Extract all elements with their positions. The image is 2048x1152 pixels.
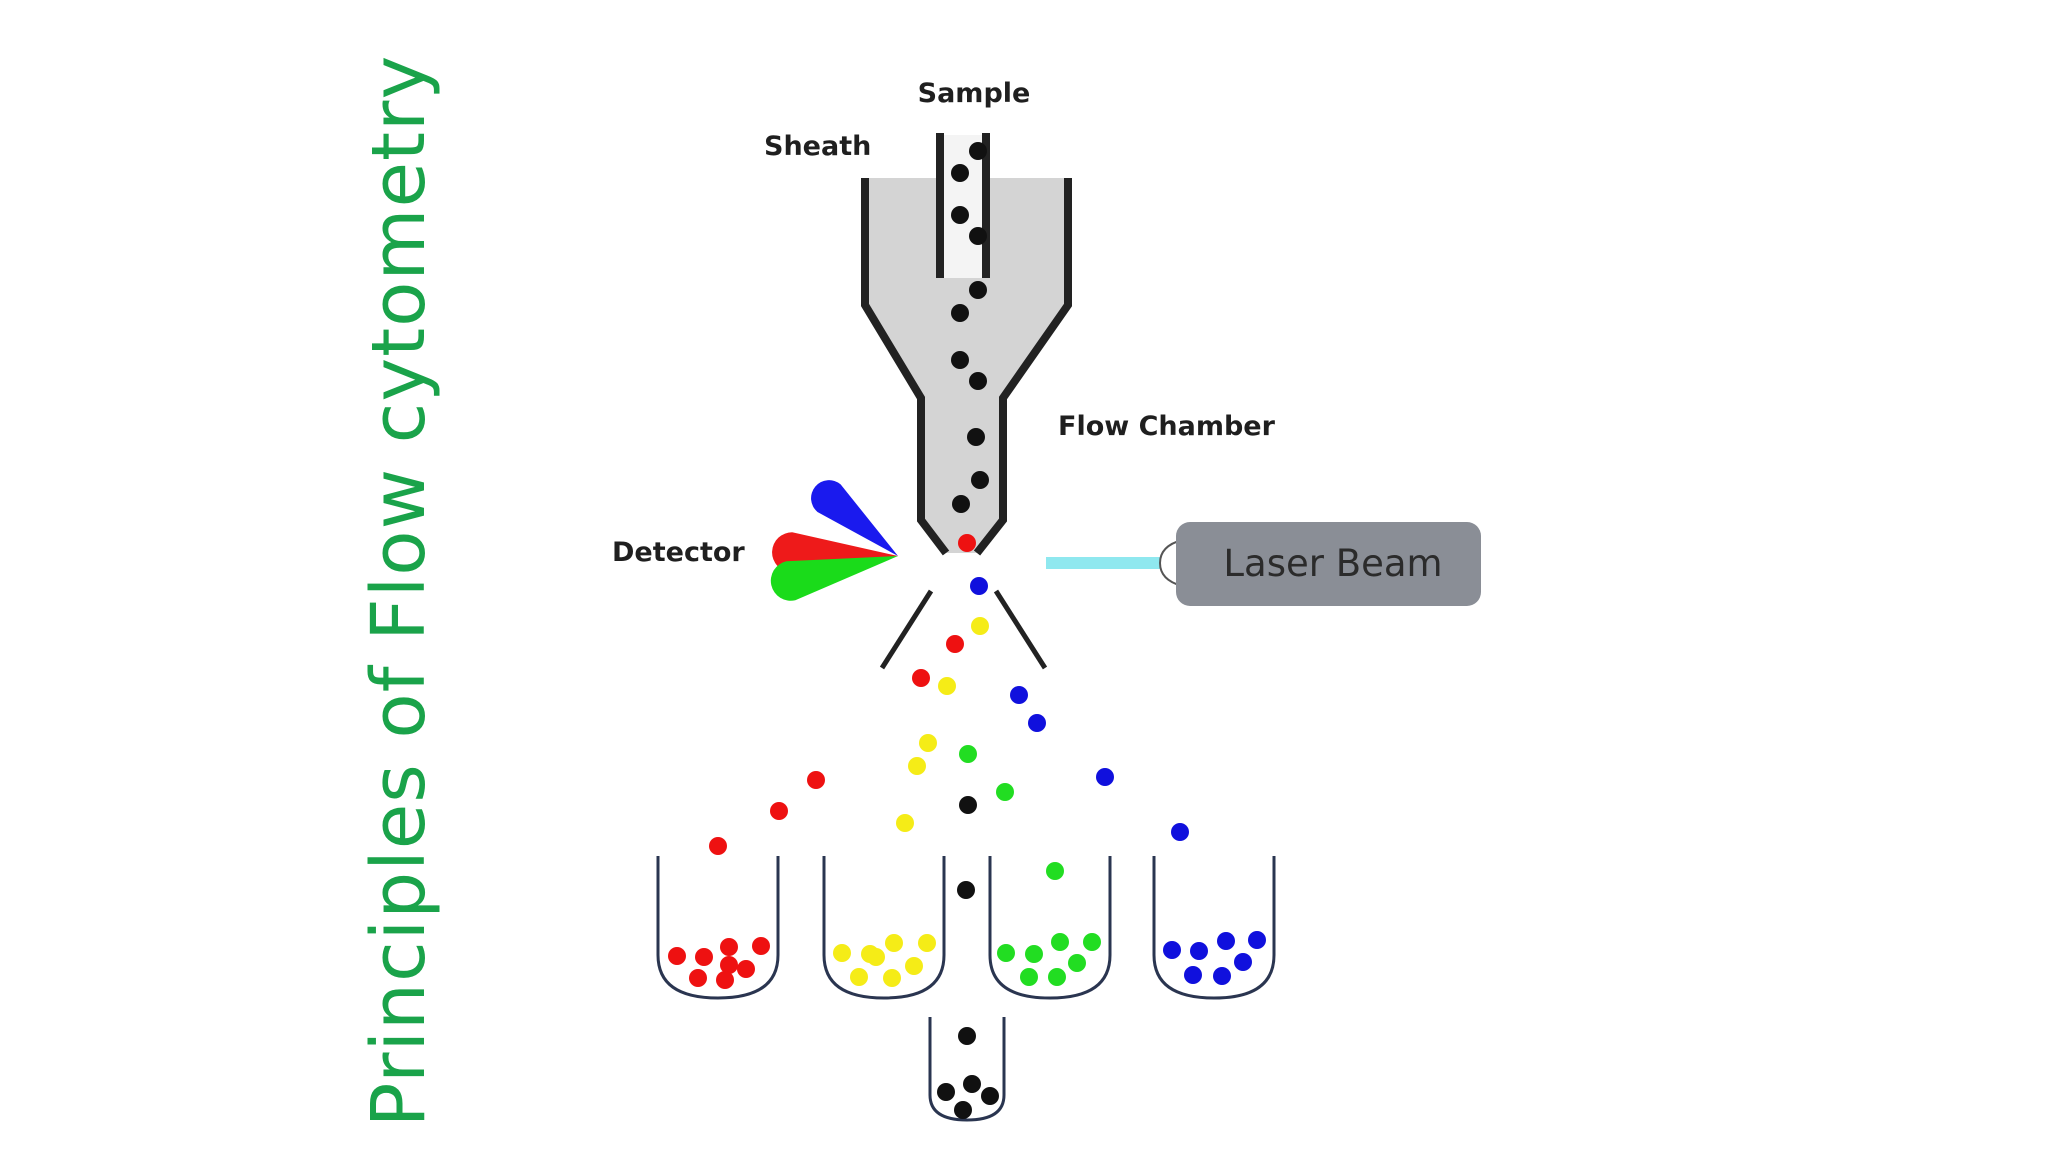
droplet — [896, 814, 914, 832]
cell — [951, 351, 969, 369]
cell — [952, 495, 970, 513]
waste-tube — [928, 1017, 1006, 1122]
cell — [958, 534, 976, 552]
droplet — [912, 669, 930, 687]
droplet — [970, 577, 988, 595]
green-tube-cell — [1048, 968, 1066, 986]
droplet — [908, 757, 926, 775]
droplet — [770, 802, 788, 820]
red-tube-cell — [737, 960, 755, 978]
black-tube-cell — [958, 1027, 976, 1045]
cell — [969, 372, 987, 390]
droplet — [959, 745, 977, 763]
detector-blue-cone — [811, 480, 898, 556]
green-tube-cell — [1083, 933, 1101, 951]
red-tube-cell — [668, 947, 686, 965]
chamber-cells — [951, 142, 989, 552]
cell — [951, 164, 969, 182]
blue-tube-cell — [1184, 966, 1202, 984]
detector-green-cone — [770, 556, 898, 601]
black-tube-cell — [981, 1087, 999, 1105]
black-tube-cell — [954, 1101, 972, 1119]
flow-chamber-outline-left — [861, 178, 950, 556]
yellow-tube-cell — [867, 948, 885, 966]
cell — [969, 142, 987, 160]
detector-label: Detector — [612, 537, 745, 568]
droplet — [919, 734, 937, 752]
collection-tubes — [656, 856, 1276, 1122]
droplet — [1046, 862, 1064, 880]
yellow-tube-cell — [850, 968, 868, 986]
blue-tube-cell — [1217, 932, 1235, 950]
yellow-tube-cell — [833, 944, 851, 962]
droplet — [1010, 686, 1028, 704]
flow-chamber — [861, 133, 1072, 556]
red-tube-cell — [752, 937, 770, 955]
laser: Laser Beam — [1046, 522, 1481, 606]
detector — [770, 480, 898, 601]
droplet — [807, 771, 825, 789]
exit-cone-right — [993, 589, 1048, 670]
droplet — [946, 635, 964, 653]
droplet — [1096, 768, 1114, 786]
blue-tube — [1152, 856, 1276, 1000]
laser-body — [1176, 522, 1481, 606]
cell — [969, 227, 987, 245]
droplet — [959, 796, 977, 814]
droplet — [996, 783, 1014, 801]
red-tube-cell — [720, 956, 738, 974]
yellow-tube-cell — [905, 957, 923, 975]
red-tube-cell — [716, 971, 734, 989]
green-tube-cell — [1025, 945, 1043, 963]
red-tube — [656, 856, 780, 1000]
cell — [969, 281, 987, 299]
sheath-label: Sheath — [764, 131, 871, 162]
cell — [951, 206, 969, 224]
cell — [971, 471, 989, 489]
cell — [951, 304, 969, 322]
cell — [967, 428, 985, 446]
yellow-tube-cell — [885, 934, 903, 952]
tube-cells — [668, 931, 1266, 1119]
green-tube-cell — [1068, 954, 1086, 972]
droplet — [1171, 823, 1189, 841]
yellow-tube-cell — [918, 934, 936, 952]
exit-cone-left — [879, 589, 934, 670]
droplet — [1028, 714, 1046, 732]
black-tube-cell — [937, 1083, 955, 1101]
red-tube-cell — [695, 948, 713, 966]
flow-chamber-label: Flow Chamber — [1058, 411, 1276, 442]
yellow-tube — [822, 856, 946, 1000]
droplet — [938, 677, 956, 695]
yellow-tube-cell — [883, 969, 901, 987]
sample-label: Sample — [918, 78, 1031, 109]
blue-tube-cell — [1248, 931, 1266, 949]
blue-tube-cell — [1213, 967, 1231, 985]
green-tube-cell — [1051, 933, 1069, 951]
blue-tube-cell — [1163, 941, 1181, 959]
falling-cells — [709, 577, 1189, 899]
green-tube — [988, 856, 1112, 1000]
red-tube-cell — [720, 938, 738, 956]
blue-tube-cell — [1190, 942, 1208, 960]
blue-tube-cell — [1234, 953, 1252, 971]
droplet — [709, 837, 727, 855]
flow-chamber-outline-right — [973, 178, 1072, 556]
black-tube-cell — [963, 1075, 981, 1093]
red-tube-cell — [689, 969, 707, 987]
laser-beam — [1046, 557, 1166, 569]
droplet — [971, 617, 989, 635]
green-tube-cell — [997, 944, 1015, 962]
laser-label: Laser Beam — [1223, 542, 1442, 585]
green-tube-cell — [1020, 968, 1038, 986]
droplet — [957, 881, 975, 899]
